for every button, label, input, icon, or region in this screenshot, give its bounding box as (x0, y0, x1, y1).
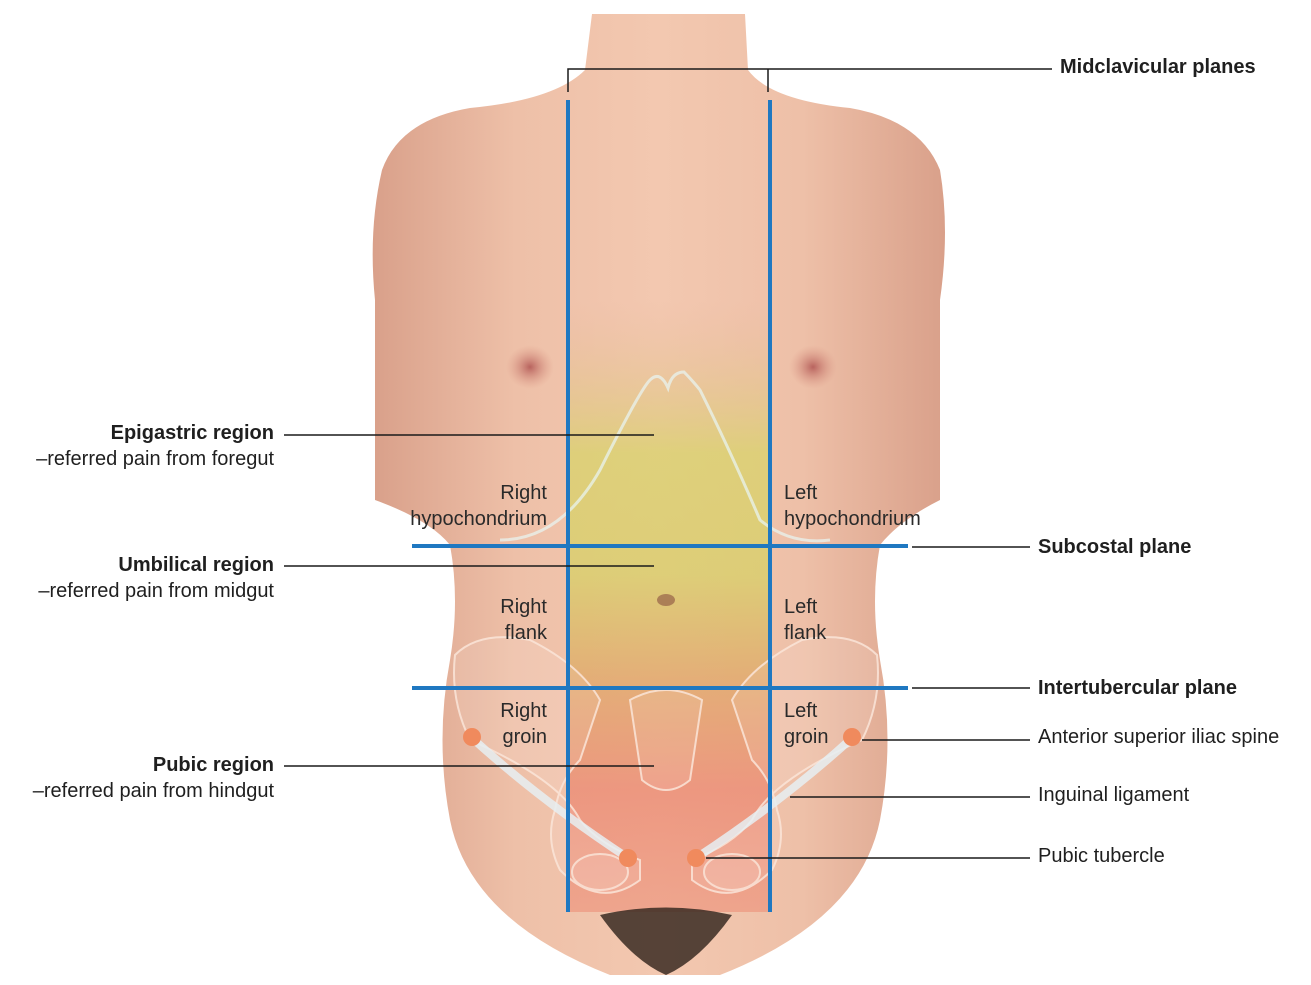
umbilical-region-label: Umbilical region –referred pain from mid… (38, 552, 274, 604)
right-asis-dot (463, 728, 481, 746)
umbilicus (657, 594, 675, 606)
midclavicular-planes-label: Midclavicular planes (1060, 56, 1256, 78)
left-asis-dot (843, 728, 861, 746)
pubic-region-name: Pubic region (152, 754, 274, 776)
left-inguinal-ligament (693, 735, 855, 862)
umbilical-region-name: Umbilical region (118, 554, 274, 576)
right-nipple (506, 345, 554, 389)
midclavicular-bracket (567, 68, 1052, 92)
epigastric-region-note: –referred pain from foregut (36, 448, 274, 470)
costal-margin (499, 370, 831, 543)
epigastric-region-label: Epigastric region –referred pain from fo… (36, 420, 274, 472)
right-pubic-tubercle-dot (619, 849, 637, 867)
right-inguinal-ligament (469, 735, 631, 862)
left-nipple (789, 345, 837, 389)
intertubercular-plane-label: Intertubercular plane (1038, 677, 1237, 699)
pubic-region-note: –referred pain from hindgut (32, 780, 274, 802)
subcostal-plane-label: Subcostal plane (1038, 536, 1192, 558)
left-pubic-tubercle-dot (687, 849, 705, 867)
pubic-region-label: Pubic region –referred pain from hindgut (33, 752, 274, 804)
asis-label: Anterior superior iliac spine (1038, 726, 1280, 748)
inguinal-ligament-label: Inguinal ligament (1038, 784, 1190, 806)
pelvis-outline (453, 636, 879, 894)
pubic-hair (600, 907, 732, 975)
epigastric-region-name: Epigastric region (110, 422, 274, 444)
referred-pain-overlay (568, 300, 768, 912)
pubic-tubercle-label: Pubic tubercle (1038, 845, 1165, 867)
umbilical-region-note: –referred pain from midgut (38, 580, 274, 602)
